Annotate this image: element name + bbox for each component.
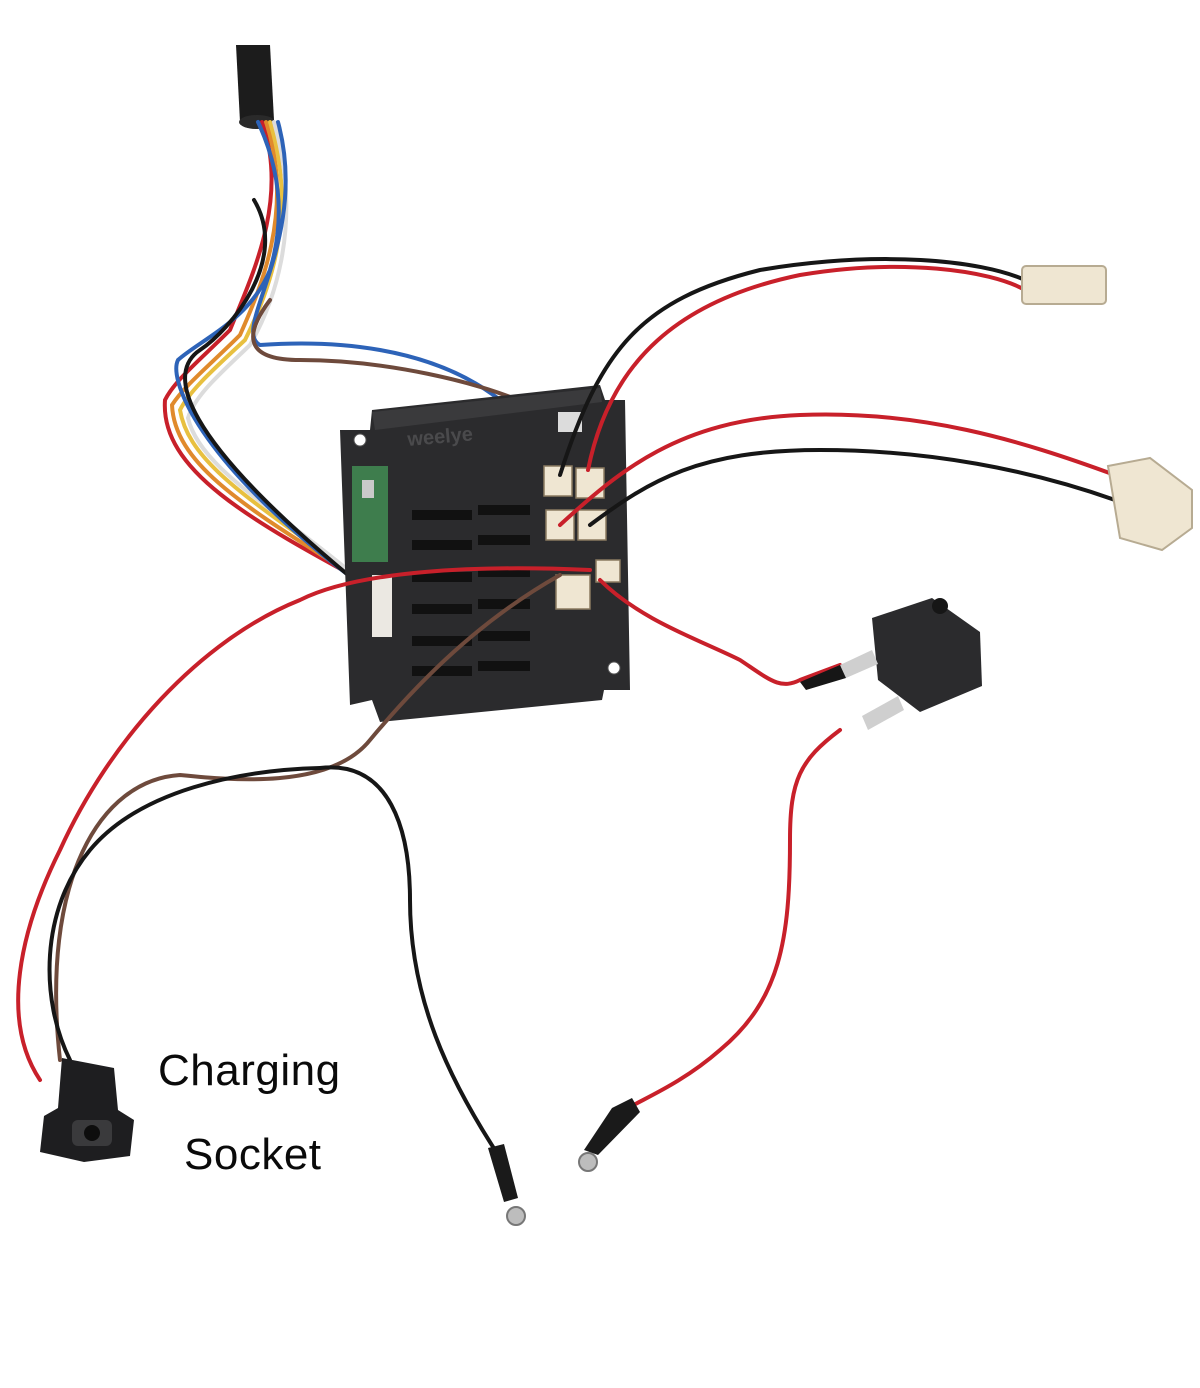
motor-connector-upper xyxy=(1021,265,1107,305)
breaker-output-lead xyxy=(623,728,842,1112)
signal-wire-bundle xyxy=(162,120,582,607)
ring-terminal-red xyxy=(578,1098,640,1172)
signal-header xyxy=(372,575,392,637)
charging-label-line1: Charging xyxy=(158,1046,341,1095)
motor-lead-upper xyxy=(558,257,1027,477)
ground-lead xyxy=(47,765,497,1152)
charging-socket xyxy=(40,1058,134,1162)
controller-module: weelye xyxy=(340,385,630,722)
circuit-breaker xyxy=(800,598,982,730)
charging-label-line2: Socket xyxy=(184,1130,322,1179)
ring-terminal-black xyxy=(488,1144,526,1226)
main-cable xyxy=(236,45,275,129)
motor-connector-lower xyxy=(1106,456,1193,552)
motor-lead-lower xyxy=(558,412,1117,527)
vent-slots xyxy=(412,505,530,676)
